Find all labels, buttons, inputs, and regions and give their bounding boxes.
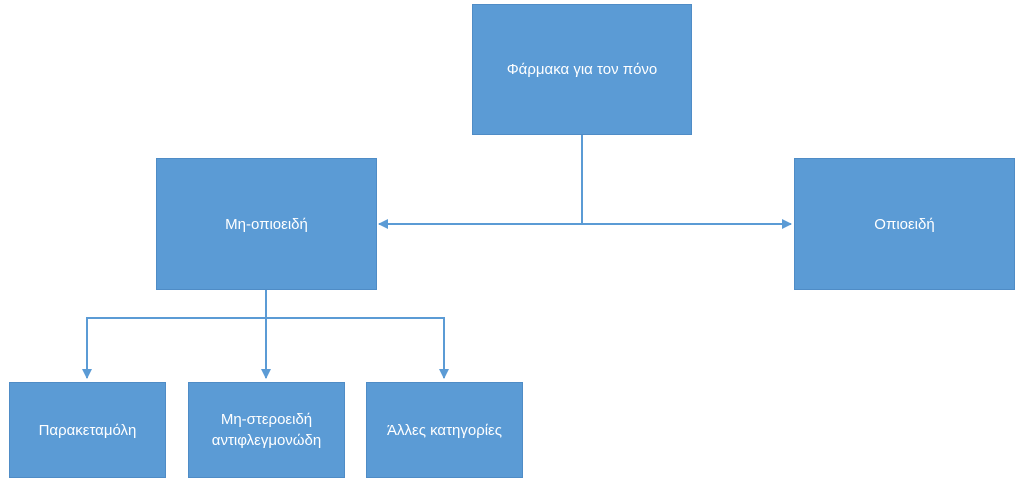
node-paracetamol: Παρακεταμόλη <box>9 382 166 478</box>
node-nsaids: Μη-στεροειδή αντιφλεγμονώδη <box>188 382 345 478</box>
connector-to-paracetamol <box>82 317 266 379</box>
node-other-categories: Άλλες κατηγορίες <box>366 382 523 478</box>
node-opioids: Οπιοειδή <box>794 158 1015 290</box>
node-non-opioids: Μη-οπιοειδή <box>156 158 377 290</box>
node-nsaids-label: Μη-στεροειδή αντιφλεγμονώδη <box>211 411 322 449</box>
node-paracetamol-label: Παρακεταμόλη <box>38 421 137 439</box>
node-opioids-label: Οπιοειδή <box>874 215 935 233</box>
node-pain-medications: Φάρμακα για τον πόνο <box>472 4 692 135</box>
node-non-opioids-label: Μη-οπιοειδή <box>225 215 308 233</box>
connector-to-other-categories <box>266 317 449 379</box>
node-other-categories-label: Άλλες κατηγορίες <box>387 421 502 439</box>
node-pain-medications-label: Φάρμακα για τον πόνο <box>506 61 658 78</box>
